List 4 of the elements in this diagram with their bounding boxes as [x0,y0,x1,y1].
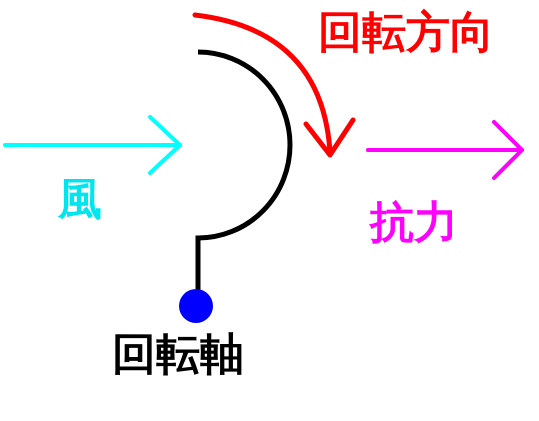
axis-label: 回転軸 [112,330,244,380]
drag-label: 抗力 [370,198,458,248]
wind-label: 風 [58,175,102,225]
rotation-direction-label: 回転方向 [318,8,494,58]
